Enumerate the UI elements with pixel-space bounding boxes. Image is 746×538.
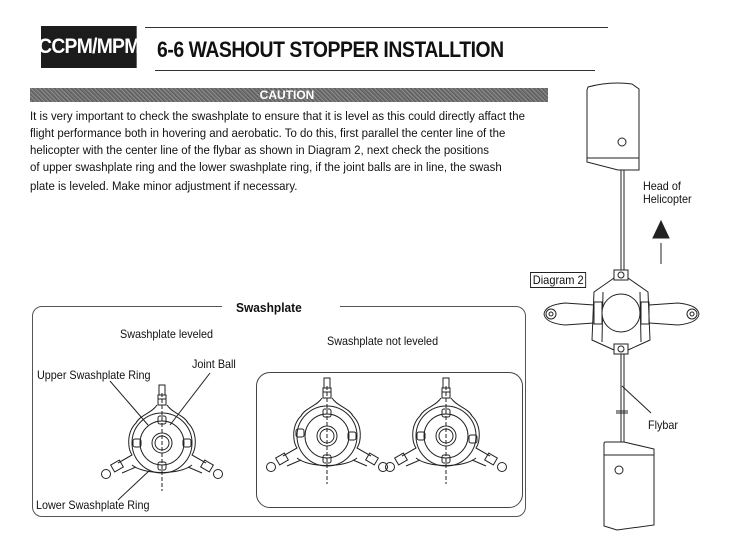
flybar-leader bbox=[621, 385, 652, 414]
caution-line: flight performance both in hovering and … bbox=[30, 126, 506, 140]
title-bottom-rule bbox=[155, 70, 595, 71]
section-badge-text: CCPM/MPM bbox=[38, 35, 140, 58]
head-arrow-icon bbox=[652, 219, 670, 239]
joint-ball bbox=[157, 415, 167, 425]
head-label-line1: Head of bbox=[643, 179, 681, 193]
lower-ring-leader bbox=[117, 469, 151, 501]
lower-ring-label: Lower Swashplate Ring bbox=[36, 498, 150, 512]
flybar-label: Flybar bbox=[648, 418, 679, 432]
caution-line: of upper swashplate ring and the lower s… bbox=[30, 160, 502, 174]
joint-ball-leader bbox=[169, 372, 211, 426]
head-of-helicopter-label: Head of Helicopter bbox=[643, 180, 692, 206]
upper-ring-leader bbox=[109, 380, 149, 426]
swashplate-not-leveled-drawing-2 bbox=[385, 377, 507, 485]
diagram2-label: Diagram 2 bbox=[530, 272, 587, 288]
joint-ball bbox=[132, 438, 142, 448]
panel-title-gap bbox=[222, 300, 340, 314]
caution-line: helicopter with the center line of the f… bbox=[30, 143, 489, 157]
section-badge: CCPM/MPM bbox=[38, 26, 140, 68]
caution-line: plate is leveled. Make minor adjustment … bbox=[30, 179, 298, 193]
diagram2-drawing bbox=[543, 82, 700, 531]
not-leveled-panel bbox=[256, 372, 523, 508]
head-label-line2: Helicopter bbox=[643, 192, 692, 206]
swashplate-leveled-drawing bbox=[101, 384, 223, 492]
swashplate-panel-title: Swashplate bbox=[236, 300, 302, 315]
caution-label: CAUTION bbox=[259, 88, 315, 102]
not-leveled-caption: Swashplate not leveled bbox=[327, 334, 439, 348]
joint-ball bbox=[157, 461, 167, 471]
page-title: 6-6 WASHOUT STOPPER INSTALLTION bbox=[157, 37, 504, 62]
leveled-caption: Swashplate leveled bbox=[120, 327, 214, 341]
joint-ball bbox=[182, 438, 192, 448]
caution-line: It is very important to check the swashp… bbox=[30, 109, 525, 123]
caution-body: It is very important to check the swashp… bbox=[30, 108, 525, 195]
swashplate-not-leveled-drawing-1 bbox=[266, 377, 388, 485]
upper-ring-label: Upper Swashplate Ring bbox=[37, 368, 151, 382]
title-top-rule bbox=[145, 27, 608, 28]
joint-ball-label: Joint Ball bbox=[192, 357, 236, 371]
caution-bar: CAUTION bbox=[30, 88, 548, 102]
